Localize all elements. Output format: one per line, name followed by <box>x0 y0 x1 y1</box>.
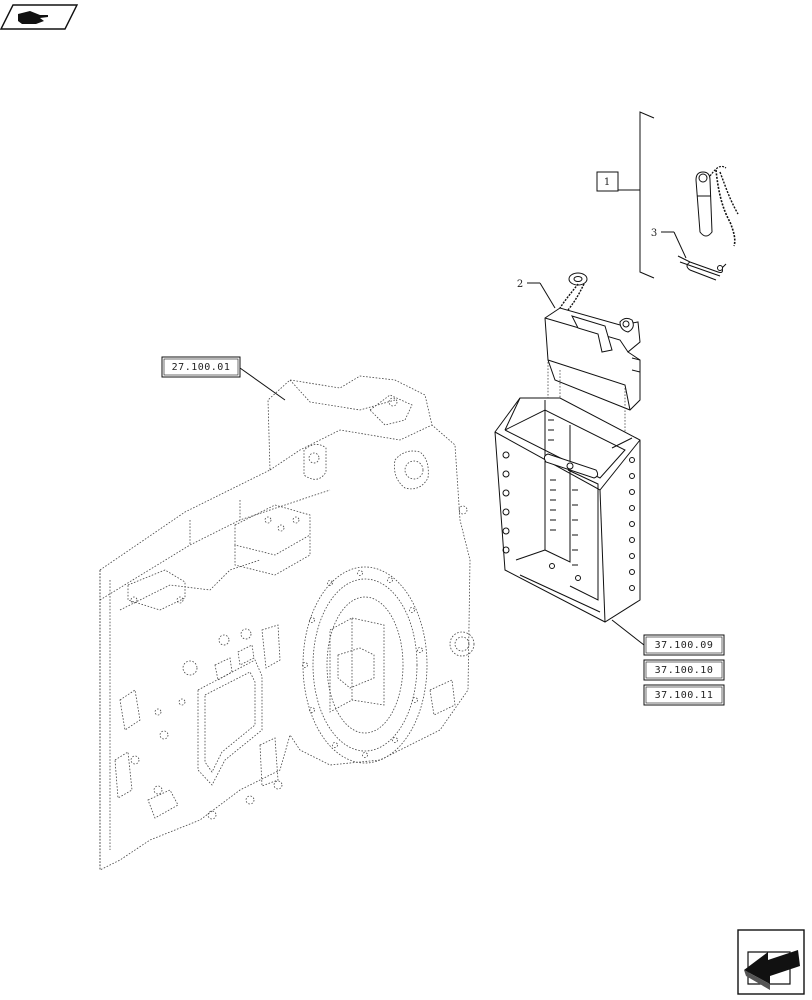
drawbar-reference-3-label: 37.100.11 <box>655 690 714 701</box>
transmission-housing <box>99 375 475 871</box>
kit-bracket: 1 <box>596 111 655 279</box>
arrow-into-box-icon[interactable] <box>737 929 805 995</box>
drawbar-reference-2[interactable]: 37.100.10 <box>643 659 725 681</box>
hitch-block: 2 <box>517 272 641 411</box>
callout-2-label: 2 <box>517 279 523 290</box>
drawbar-reference-1[interactable]: 37.100.09 <box>643 634 725 656</box>
housing-reference-label: 27.100.01 <box>172 362 231 373</box>
drawbar-references: 37.100.09 37.100.10 37.100.11 <box>611 619 725 706</box>
housing-reference[interactable]: 27.100.01 <box>161 356 286 401</box>
drawbar-reference-3[interactable]: 37.100.11 <box>643 684 725 706</box>
drawbar-guide <box>494 397 641 623</box>
hand-pointing-right-icon[interactable] <box>0 4 79 30</box>
drawbar-reference-2-label: 37.100.10 <box>655 665 714 676</box>
callout-3-label: 3 <box>651 228 657 239</box>
drawbar-reference-1-label: 37.100.09 <box>655 640 714 651</box>
pin-with-chain <box>695 165 739 247</box>
callout-1-label: 1 <box>604 177 610 188</box>
lynch-pin: 3 <box>651 228 727 281</box>
